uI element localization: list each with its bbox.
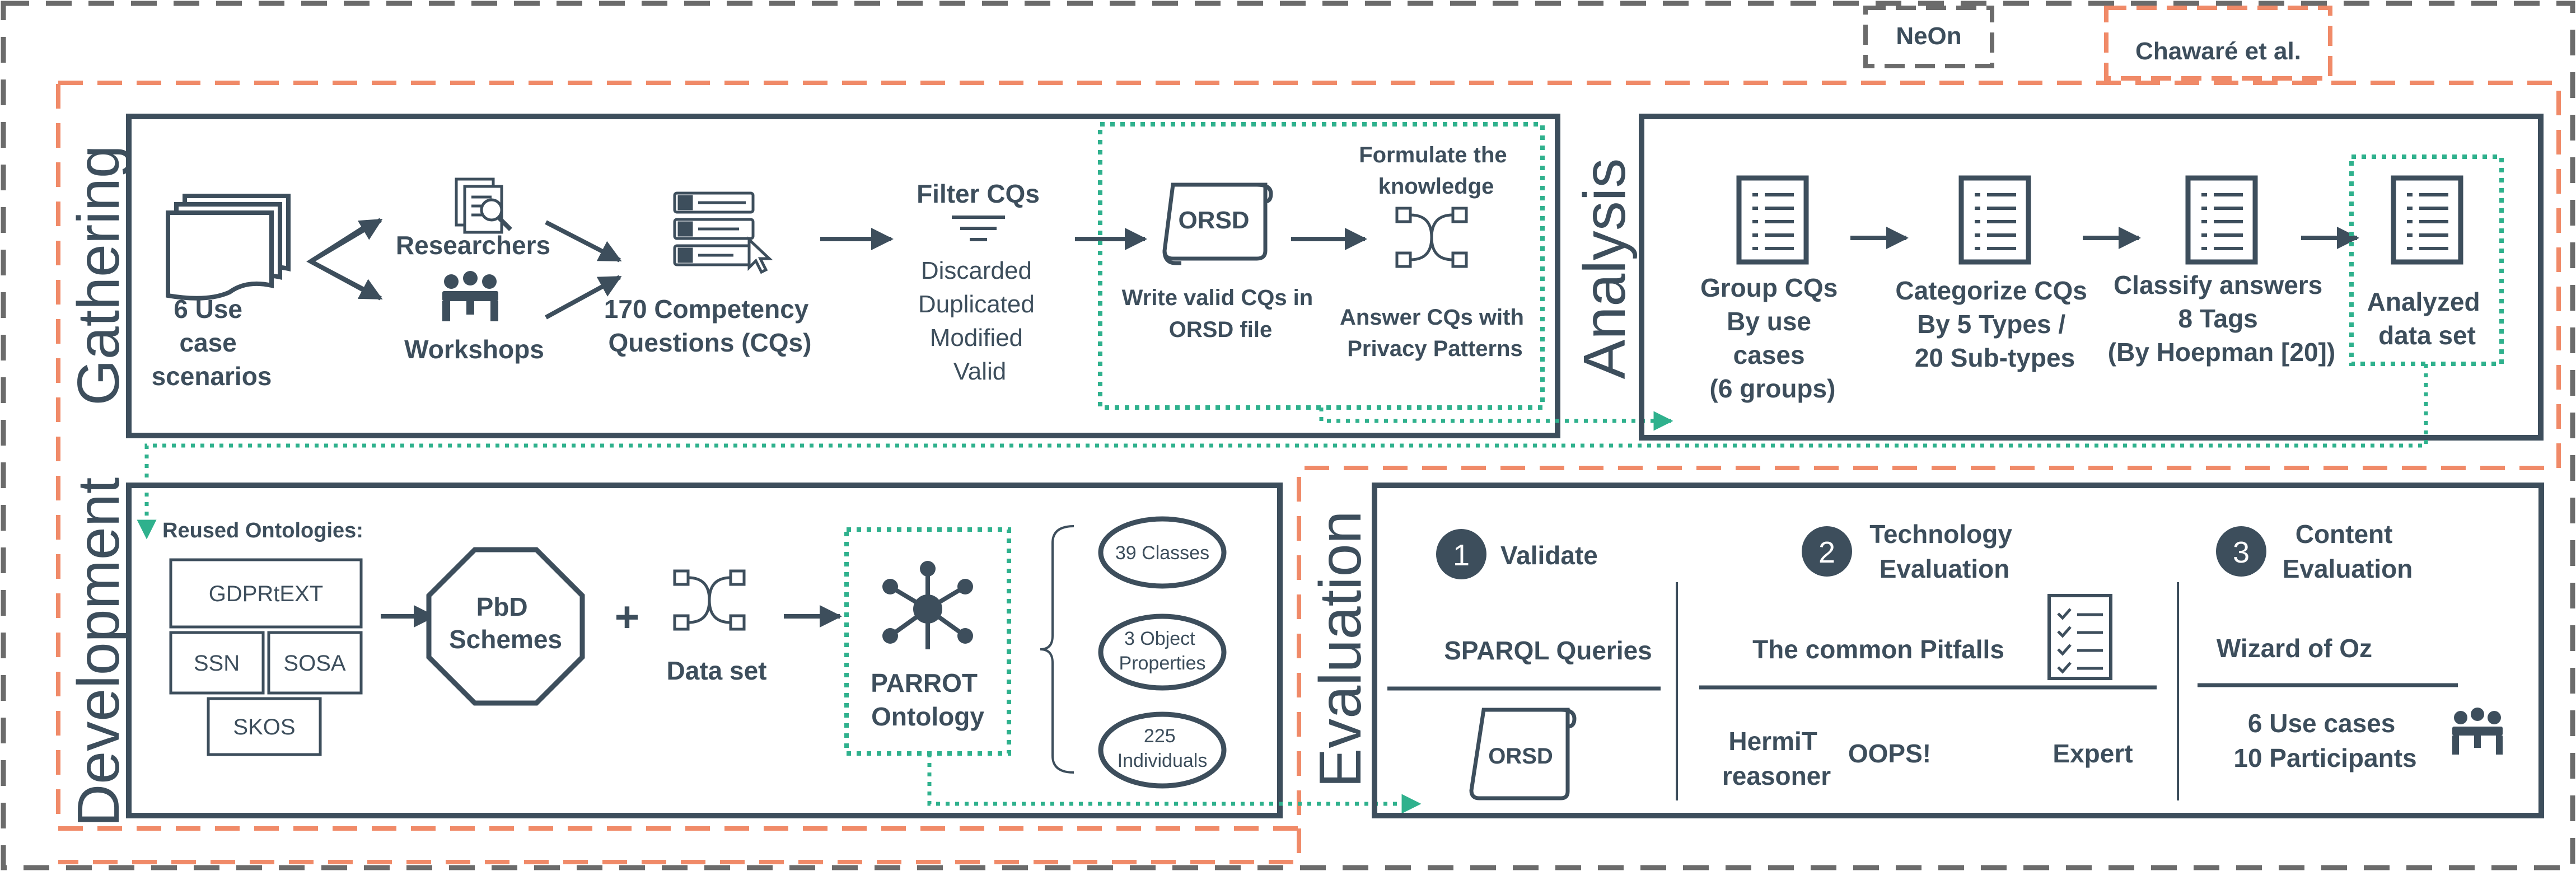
evaluation-box <box>1372 483 2544 818</box>
gathering-box <box>126 114 1560 438</box>
step-3-title: Content Evaluation <box>2283 519 2413 583</box>
checklist-icon <box>2047 594 2112 680</box>
use-case-documents-icon <box>166 194 291 301</box>
teal-connector-development-evaluation <box>927 753 1422 814</box>
teal-connector-analysis-development <box>137 364 2428 540</box>
legend: NeOn Chawaré et al. <box>1863 6 2332 81</box>
evaluation-title: Evaluation <box>1307 511 1373 788</box>
gathering-title: Gathering <box>66 145 132 406</box>
gathering-section: Gathering 6 Use case scenarios <box>66 114 1560 438</box>
fork-arrows <box>306 218 383 301</box>
analyzed-data-icon <box>2391 175 2463 265</box>
formulate-label: Formulate the knowledge <box>1359 143 1513 199</box>
ontology-sosa-box <box>267 631 363 695</box>
stats-brace <box>1040 525 1074 774</box>
legend-chaware-label: Chawaré et al. <box>2135 38 2301 65</box>
ontology-ssn-label: SSN <box>194 651 240 676</box>
stat-classes-label: 39 Classes <box>1115 542 1209 564</box>
parrot-label: PARROT Ontology <box>871 668 985 731</box>
questions-list-icon <box>673 191 773 274</box>
step-1-badge <box>1436 529 1486 579</box>
stat-properties-label: 3 Object Properties <box>1119 628 1206 674</box>
classify-answers-label: Classify answers 8 Tags (By Hoepman [20]… <box>2108 270 2335 367</box>
dataset-pattern-icon <box>673 569 746 631</box>
answer-cqs-label: Answer CQs with Privacy Patterns <box>1340 305 1530 361</box>
step-3-number: 3 <box>2233 536 2250 569</box>
ontology-skos-box <box>207 697 322 756</box>
pitfalls-label: The common Pitfalls <box>1752 635 2004 664</box>
step-1-number: 1 <box>1453 538 1470 572</box>
expert-label: Expert <box>2053 739 2133 768</box>
ontology-sosa-label: SOSA <box>283 651 345 676</box>
workshops-label: Workshops <box>404 335 544 364</box>
ontology-skos-label: SKOS <box>233 715 295 739</box>
hermit-label: HermiT reasoner <box>1722 727 1831 790</box>
step-2-title: Technology Evaluation <box>1869 519 2019 583</box>
teal-connector-gathering-analysis <box>1319 408 1673 431</box>
researchers-label: Researchers <box>396 231 550 260</box>
step-3-badge <box>2216 526 2266 577</box>
content-stats-label: 6 Use cases 10 Participants <box>2233 709 2416 772</box>
orsd-eval-label: ORSD <box>1488 744 1553 769</box>
parrot-network-icon <box>882 561 973 649</box>
ontology-ssn-box <box>169 631 265 695</box>
ontology-boxes: GDPRtEXT SSN SOSA SKOS <box>169 558 363 756</box>
legend-chaware-box <box>2104 6 2332 81</box>
step-1-title: Validate <box>1500 541 1598 570</box>
oops-label: OOPS! <box>1848 739 1931 768</box>
analysis-box <box>1639 114 2544 441</box>
categorize-cqs-label: Categorize CQs By 5 Types / 20 Sub-types <box>1895 276 2094 372</box>
step-2-number: 2 <box>1818 536 1835 569</box>
ontology-gdprtext-label: GDPRtEXT <box>209 582 323 606</box>
categorize-cqs-icon <box>1958 175 2031 265</box>
ontology-gdprtext-box <box>169 558 363 629</box>
use-case-label: 6 Use case scenarios <box>152 294 272 391</box>
participants-icon <box>2452 708 2503 755</box>
researchers-icon <box>455 177 512 234</box>
plus-sign: + <box>615 593 639 641</box>
filter-icon <box>952 216 1005 241</box>
converge-arrows <box>545 220 622 320</box>
orsd-scroll-icon <box>1162 182 1273 265</box>
group-cqs-icon <box>1736 175 1809 265</box>
evaluation-section: Evaluation 1 Validate SPARQL Queries ORS… <box>1307 483 2544 818</box>
stat-classes-ellipse <box>1098 516 1227 589</box>
reused-ontologies-title: Reused Ontologies: <box>162 519 363 542</box>
workshops-icon <box>442 271 498 321</box>
write-cqs-label: Write valid CQs in ORSD file <box>1122 285 1320 342</box>
pbd-octagon <box>426 547 585 706</box>
filter-title: Filter CQs <box>917 179 1040 208</box>
step-2-badge <box>1802 526 1852 577</box>
chaware-frame-top <box>56 81 2561 831</box>
analysis-title: Analysis <box>1572 158 1638 380</box>
legend-neon-box <box>1863 6 1994 68</box>
development-section: Development Reused Ontologies: GDPRtEXT … <box>66 477 1283 827</box>
classify-answers-icon <box>2185 175 2258 265</box>
stat-properties-ellipse <box>1098 614 1227 691</box>
group-cqs-label: Group CQs By use cases (6 groups) <box>1700 273 1845 403</box>
wizard-label: Wizard of Oz <box>2217 634 2372 663</box>
development-box <box>126 483 1283 818</box>
analyzed-label: Analyzed data set <box>2367 287 2488 350</box>
analysis-section: Analysis Group CQs By use cases (6 group… <box>1572 114 2544 441</box>
knowledge-pattern-icon <box>1395 207 1468 268</box>
legend-neon-label: NeOn <box>1896 22 1961 50</box>
stat-individuals-label: 225 Individuals <box>1118 725 1208 771</box>
orsd-eval-scroll-icon <box>1469 708 1577 800</box>
filter-items: Discarded Duplicated Modified Valid <box>918 257 1041 385</box>
dataset-label: Data set <box>667 656 767 685</box>
pbd-label: PbD Schemes <box>449 592 562 654</box>
orsd-scroll-label: ORSD <box>1178 207 1249 234</box>
chaware-frame-bottom <box>58 828 1301 864</box>
analyzed-teal-group <box>2349 154 2504 366</box>
development-title: Development <box>66 477 132 827</box>
competency-questions-label: 170 Competency Questions (CQs) <box>604 294 816 357</box>
stat-individuals-ellipse <box>1098 711 1227 789</box>
sparql-label: SPARQL Queries <box>1444 636 1652 665</box>
